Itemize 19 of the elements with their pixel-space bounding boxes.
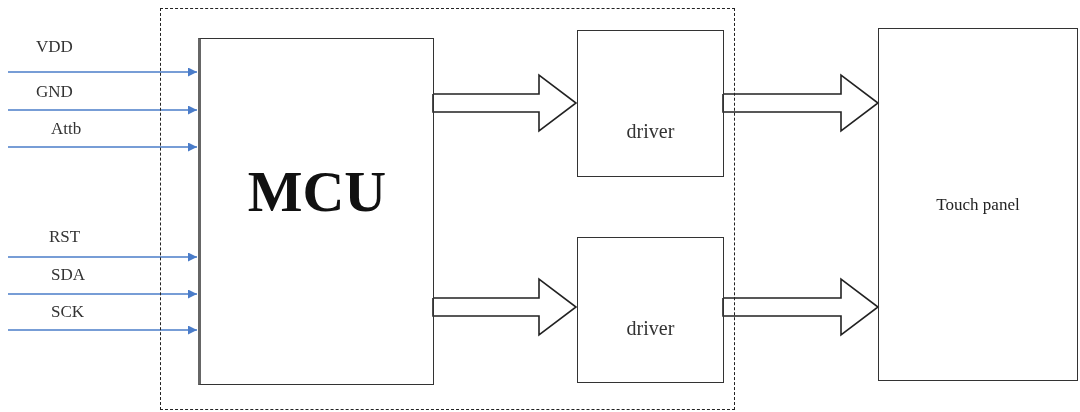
panel-box [878, 28, 1078, 381]
arrow [722, 73, 880, 133]
block-label: MCU [247, 158, 387, 226]
block-label: driver [626, 119, 675, 143]
arrow [722, 277, 880, 337]
arrow [7, 67, 198, 77]
block-box [577, 30, 724, 177]
group-boundary [160, 8, 735, 410]
arrow [7, 142, 198, 152]
arrow [432, 277, 578, 337]
arrow [7, 325, 198, 335]
arrow [7, 289, 198, 299]
arrow [432, 73, 578, 133]
block-box [577, 237, 724, 383]
block-box [198, 38, 434, 385]
arrow [7, 105, 198, 115]
block-label: driver [626, 315, 675, 340]
block-label: Touch panel [936, 194, 1020, 215]
arrow [7, 252, 198, 262]
